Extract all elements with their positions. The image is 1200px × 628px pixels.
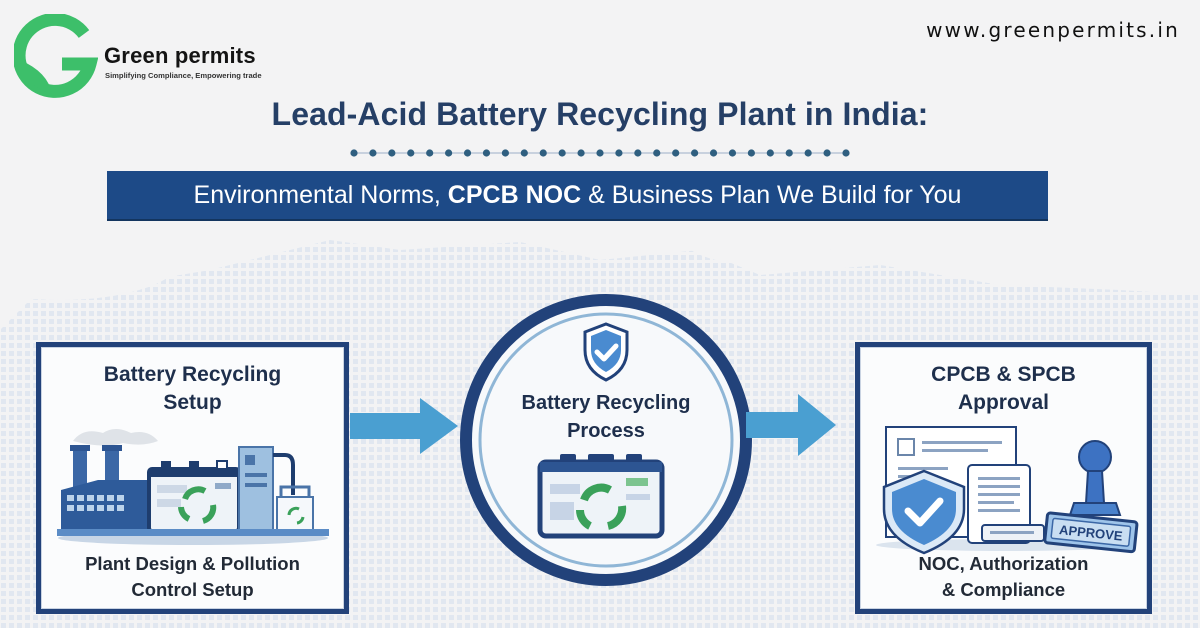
website-link[interactable]: www.greenpermits.in bbox=[926, 18, 1180, 42]
step-title-line2: Approval bbox=[957, 391, 1049, 414]
banner-text-highlight: CPCB NOC bbox=[447, 181, 582, 209]
dotted-divider bbox=[350, 149, 850, 157]
banner-text-prefix: Environmental Norms, bbox=[193, 181, 448, 209]
step-subtitle-line2: Control Setup bbox=[131, 579, 254, 600]
step-subtitle-line1: Plant Design & Pollution bbox=[85, 553, 300, 574]
step-title-line2: Process bbox=[567, 420, 645, 442]
shield-check-icon bbox=[583, 322, 629, 382]
banner-text-suffix: & Business Plan We Build for You bbox=[581, 181, 962, 209]
step-subtitle: Plant Design & Pollution Control Setup bbox=[41, 551, 344, 603]
circle-frame bbox=[460, 294, 752, 586]
factory-recycling-plant-icon bbox=[57, 429, 329, 545]
brand-logo[interactable]: Green permits Simplifying Compliance, Em… bbox=[14, 14, 294, 98]
step-title-line2: Setup bbox=[163, 391, 222, 414]
step-card-setup: Battery Recycling Setup bbox=[36, 342, 349, 614]
approval-documents-stamp-icon: APPROVE bbox=[876, 426, 1139, 555]
step-circle-process: Battery Recycling Process bbox=[458, 292, 754, 592]
page-title: Lead-Acid Battery Recycling Plant in Ind… bbox=[271, 96, 929, 132]
stamp-label: APPROVE bbox=[1058, 522, 1123, 544]
step-title: CPCB & SPCB Approval bbox=[860, 361, 1147, 417]
step-title: Battery Recycling Setup bbox=[41, 361, 344, 417]
step-subtitle: NOC, Authorization & Compliance bbox=[860, 551, 1147, 603]
arrow-right-icon bbox=[350, 398, 458, 454]
step-card-approval: CPCB & SPCB Approval APPROVE bbox=[855, 342, 1152, 614]
brand-tagline: Simplifying Compliance, Empowering trade bbox=[105, 71, 262, 80]
step-title-line1: Battery Recycling bbox=[103, 363, 282, 386]
g-leaf-logo-icon bbox=[14, 14, 98, 98]
step-title-line1: Battery Recycling bbox=[521, 392, 691, 414]
subtitle-banner: Environmental Norms, CPCB NOC & Business… bbox=[107, 171, 1048, 221]
step-subtitle-line2: & Compliance bbox=[941, 579, 1066, 600]
arrow-right-icon bbox=[746, 394, 836, 456]
brand-name: Green permits bbox=[104, 43, 256, 68]
step-title: Battery Recycling Process bbox=[458, 389, 754, 445]
step-title-line1: CPCB & SPCB bbox=[931, 363, 1076, 386]
step-subtitle-line1: NOC, Authorization bbox=[918, 553, 1089, 574]
battery-recycle-icon bbox=[537, 454, 665, 539]
